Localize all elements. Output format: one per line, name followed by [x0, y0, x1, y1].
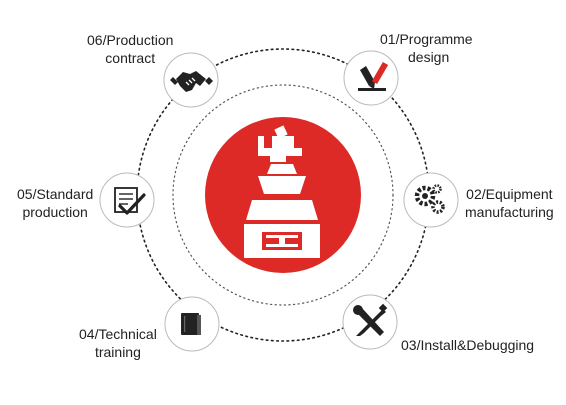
inner-ring — [172, 84, 394, 306]
step-05-subtitle: production — [22, 204, 88, 220]
center-logo — [205, 117, 361, 273]
label-step-06: 06/Production contract — [87, 31, 173, 67]
step-04-title: 04/Technical — [79, 326, 157, 342]
pen-ruler-icon — [358, 61, 389, 91]
label-step-03: 03/Install&Debugging — [401, 336, 534, 354]
step-06-title: 06/Production — [87, 32, 174, 48]
node-04[interactable] — [164, 296, 220, 352]
step-01-subtitle: design — [408, 49, 450, 65]
label-step-01: 01/Programme design — [380, 30, 473, 66]
robot-arm-logo — [244, 125, 320, 258]
handshake-icon — [170, 71, 213, 92]
book-icon — [181, 313, 201, 335]
wrench-screwdriver-icon — [353, 303, 388, 336]
step-05-title: 05/Standard — [17, 186, 94, 202]
node-02[interactable] — [403, 172, 459, 228]
node-05[interactable] — [99, 172, 155, 228]
step-02-title: 02/Equipment — [466, 186, 553, 202]
label-step-02: 02/Equipment manufacturing — [465, 185, 554, 221]
step-03-title: 03/Install&Debugging — [401, 337, 535, 353]
label-step-04: 04/Technical training — [79, 325, 157, 361]
gears-icon — [414, 184, 445, 214]
step-06-subtitle: contract — [105, 50, 156, 66]
label-step-05: 05/Standard production — [17, 185, 93, 221]
node-06[interactable] — [163, 52, 219, 108]
checklist-icon — [114, 187, 146, 215]
step-04-subtitle: training — [94, 344, 141, 360]
node-01[interactable] — [343, 50, 399, 106]
step-02-subtitle: manufacturing — [465, 204, 554, 220]
step-01-title: 01/Programme — [380, 31, 473, 47]
node-03[interactable] — [342, 294, 398, 350]
